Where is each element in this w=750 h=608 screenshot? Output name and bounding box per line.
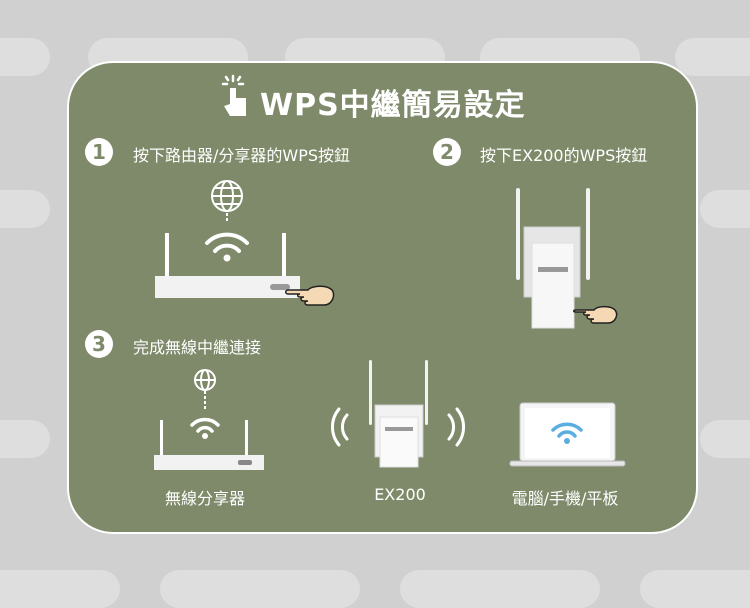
- page-title: WPS中繼簡易設定: [260, 88, 526, 123]
- step-2-text: 按下EX200的WPS按鈕: [480, 146, 648, 165]
- extender-with-hand-illustration: [516, 188, 618, 329]
- tap-hand-icon: [221, 74, 246, 116]
- step-2-number: 2: [433, 138, 461, 166]
- step-1-number: 1: [85, 138, 113, 166]
- globe-icon: [211, 180, 243, 212]
- extender-broadcasting-illustration: [331, 360, 465, 468]
- wifi-icon: [205, 232, 249, 253]
- laptop-illustration: [509, 402, 626, 467]
- step-3-number: 3: [85, 330, 113, 358]
- step-1-text: 按下路由器/分享器的WPS按鈕: [133, 146, 351, 165]
- router-label: 無線分享器: [164, 489, 245, 508]
- wifi-icon: [551, 422, 583, 438]
- step-3-text: 完成無線中繼連接: [133, 338, 262, 357]
- router-with-hand-illustration: [155, 180, 335, 306]
- extender-label: EX200: [374, 485, 426, 504]
- globe-icon: [194, 369, 216, 391]
- devices-label: 電腦/手機/平板: [511, 489, 619, 508]
- wireless-router-illustration: [154, 369, 264, 470]
- signal-waves-icon: [331, 407, 465, 447]
